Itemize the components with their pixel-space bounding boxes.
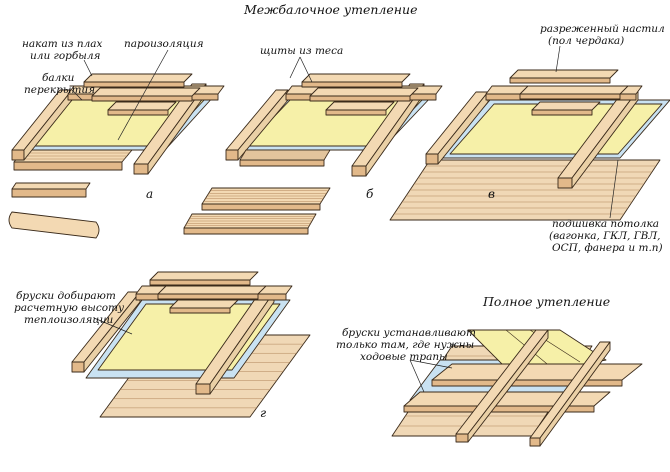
label-bruski-trap-line1: бруски устанавливают [342,327,476,339]
panel-a-slab [8,211,100,239]
full-runner-2-top [403,391,611,407]
panel-letter-v: в [488,187,495,201]
panel-b-shield-1-top [239,149,331,161]
panel-a-board-3-top [107,101,177,111]
panel-g-beam-right-end [195,383,211,395]
full-runner-2-front [403,405,595,413]
panel-letter-g: г [260,406,267,420]
leader-nastil [555,45,561,73]
label-podshivka-line1: подшивка потолка [552,218,660,230]
full-runner-1-front [431,379,623,387]
label-nakat-line2: или горбыля [30,50,101,62]
panel-g-beam-left-end [71,361,85,373]
panel-a-beam-right-end [133,163,149,175]
panel-v-board-2-top [519,85,629,95]
panel-b-beam-right-end [351,165,367,177]
panel-a-board-1-top [83,73,193,83]
panel-a-board-2-front [91,95,193,102]
panel-a-beam-left-end [11,149,25,161]
leader-paroiz [117,49,169,141]
panel-letter-a: а [146,187,154,201]
full-beam-diag-2-end [529,437,541,447]
panel-v-board-1-front [509,77,611,84]
label-balki-line2: перекрытия [24,84,96,96]
panel-g-board-2-front [157,293,259,300]
panel-b-beam-left-end [225,149,239,161]
panel-b-board-3-top [325,101,395,111]
panel-a-board-1-front [83,81,185,88]
label-bruski-line1: бруски добирают [16,290,116,302]
leader-bruski-trap-2 [409,359,453,369]
label-balki-line1: балки [42,72,75,84]
label-podshivka-line2: (вагонка, ГКЛ, ГВЛ, [549,230,661,242]
full-beam-diag-2-side [539,341,611,447]
panel-v-beam-right-end [557,177,573,189]
panel-v-beam-right-side [571,89,639,189]
label-bruski-line3: теплоизоляции [24,314,114,326]
label-bruski-trap-line3: ходовые трапы [360,351,448,363]
full-beam-diag-end [455,433,469,443]
label-bruski-line2: расчетную высоту [14,302,125,314]
panel-a-loose-plank-front [11,188,87,198]
panel-g-board-3-top [169,299,239,309]
panel-a-nakat-1-front [13,161,123,171]
panel-b-shield-3-front [183,227,309,235]
label-shchity: щиты из теса [260,45,344,57]
label-podshivka-line3: ОСП, фанера и т.п) [552,242,663,254]
panel-b-board-3-front [325,109,387,116]
leader-bruski [93,317,133,335]
full-beam-diag-side [467,329,549,443]
label-nastil-line1: разреженный настил [540,23,665,35]
label-nakat-line1: накат из плах [22,38,103,50]
panel-v-board-3-top [531,101,601,111]
panel-v-board-2-front [519,93,621,100]
label-paroizolyatsiya: пароизоляция [124,38,204,50]
panel-v-board-1-top [509,69,619,79]
leader-bruski-trap-1 [409,359,425,393]
panel-b-board-1-front [301,81,403,88]
panel-v-beam-left-end [425,153,439,165]
panel-b-shield-1-front [239,159,325,167]
panel-b-board-1-top [301,73,411,83]
panel-g-board-2-top [157,285,267,295]
panel-a-loose-plank-top [11,182,91,190]
panel-b-board-2-top [309,87,419,97]
leader-shchity-2 [289,56,301,79]
panel-g-board-1-top [149,271,259,281]
full-runner-1-top [431,363,643,381]
panel-b-shield-2-front [201,203,321,211]
label-nastil-line2: (пол чердака) [548,35,625,47]
panel-b-board-2-front [309,95,411,102]
label-bruski-trap-line2: только там, где нужны [336,339,475,351]
panel-letter-b: б [366,187,374,201]
leader-podshivka [609,159,619,219]
leader-nakat [83,59,93,77]
panel-a-board-3-front [107,109,169,116]
leader-shchity-1 [299,56,313,83]
panel-g-board-3-front [169,307,231,314]
panel-g-board-1-front [149,279,251,286]
panel-v-board-3-front [531,109,593,116]
title-full: Полное утепление [483,294,611,309]
title-interbeam: Межбалочное утепление [244,2,418,17]
leader-balki [71,89,83,101]
